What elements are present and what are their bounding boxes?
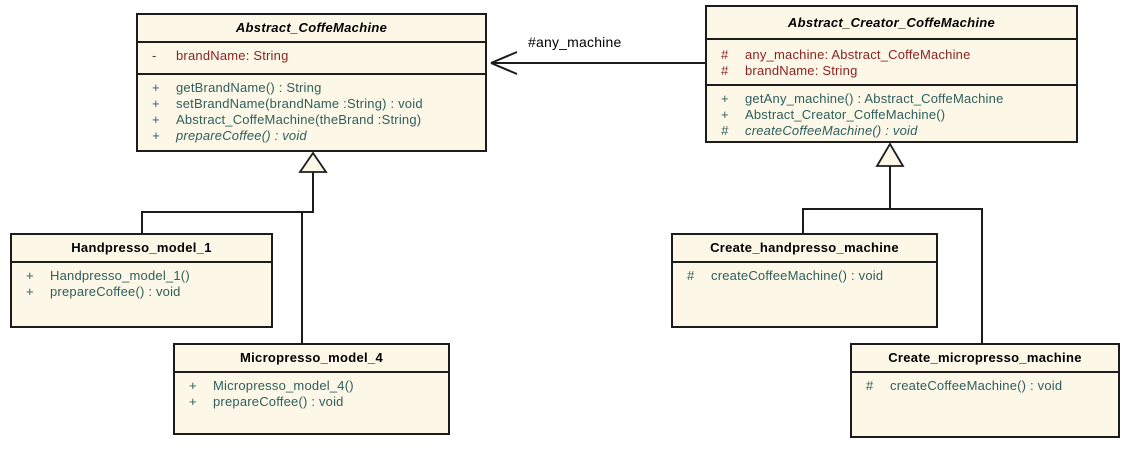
visibility-marker: + [152, 96, 160, 111]
member-text: brandName: String [176, 48, 289, 63]
visibility-marker: + [189, 394, 197, 409]
inheritance-triangle-icon [298, 151, 328, 173]
method-row: + prepareCoffee() : void [22, 284, 265, 300]
member-text: prepareCoffee() : void [176, 128, 307, 143]
member-text: any_machine: Abstract_CoffeMachine [745, 47, 971, 62]
member-text: prepareCoffee() : void [213, 394, 344, 409]
attributes-compartment: - brandName: String [138, 43, 485, 75]
class-micropresso-model-4[interactable]: Micropresso_model_4 + Micropresso_model_… [173, 343, 450, 435]
association-label: #any_machine [528, 34, 622, 50]
class-create-handpresso-machine[interactable]: Create_handpresso_machine # createCoffee… [671, 233, 938, 328]
member-text: setBrandName(brandName :String) : void [176, 96, 423, 111]
method-row: + Micropresso_model_4() [185, 378, 442, 394]
class-abstract-creator-coffemachine[interactable]: Abstract_Creator_CoffeMachine # any_mach… [705, 5, 1078, 143]
methods-compartment: + getAny_machine() : Abstract_CoffeMachi… [707, 86, 1076, 142]
visibility-marker: + [152, 112, 160, 127]
method-row: + prepareCoffee() : void [185, 394, 442, 410]
attribute-row: # brandName: String [717, 63, 1070, 79]
methods-compartment: # createCoffeeMachine() : void [852, 373, 1118, 397]
generalization-left [141, 151, 328, 344]
attributes-compartment: # any_machine: Abstract_CoffeMachine # b… [707, 40, 1076, 86]
attribute-row: - brandName: String [148, 48, 479, 64]
class-name: Handpresso_model_1 [12, 235, 271, 263]
attribute-row: # any_machine: Abstract_CoffeMachine [717, 47, 1070, 63]
class-name: Create_micropresso_machine [852, 345, 1118, 373]
method-row: + prepareCoffee() : void [148, 128, 479, 144]
visibility-marker: + [152, 80, 160, 95]
visibility-marker: + [152, 128, 160, 143]
member-text: createCoffeeMachine() : void [711, 268, 884, 283]
class-name: Create_handpresso_machine [673, 235, 936, 263]
member-text: createCoffeeMachine() : void [745, 123, 918, 138]
visibility-marker: + [26, 268, 34, 283]
visibility-marker: # [721, 123, 729, 138]
member-text: Abstract_Creator_CoffeMachine() [745, 107, 946, 122]
methods-compartment: + Handpresso_model_1() + prepareCoffee()… [12, 263, 271, 303]
method-row: + getAny_machine() : Abstract_CoffeMachi… [717, 91, 1070, 107]
method-row: + Abstract_Creator_CoffeMachine() [717, 107, 1070, 123]
visibility-marker: + [721, 91, 729, 106]
member-text: Handpresso_model_1() [50, 268, 190, 283]
method-row: + setBrandName(brandName :String) : void [148, 96, 479, 112]
visibility-marker: + [26, 284, 34, 299]
member-text: Micropresso_model_4() [213, 378, 354, 393]
class-name: Abstract_CoffeMachine [138, 15, 485, 43]
method-row: # createCoffeeMachine() : void [683, 268, 930, 284]
association-any-machine [490, 51, 705, 75]
member-text: prepareCoffee() : void [50, 284, 181, 299]
visibility-marker: + [721, 107, 729, 122]
method-row: + getBrandName() : String [148, 80, 479, 96]
method-row: + Handpresso_model_1() [22, 268, 265, 284]
member-text: createCoffeeMachine() : void [890, 378, 1063, 393]
methods-compartment: + getBrandName() : String + setBrandName… [138, 75, 485, 147]
member-text: brandName: String [745, 63, 858, 78]
class-name: Micropresso_model_4 [175, 345, 448, 373]
visibility-marker: # [721, 47, 729, 62]
generalization-right [802, 142, 983, 344]
class-handpresso-model-1[interactable]: Handpresso_model_1 + Handpresso_model_1(… [10, 233, 273, 328]
class-create-micropresso-machine[interactable]: Create_micropresso_machine # createCoffe… [850, 343, 1120, 438]
visibility-marker: + [189, 378, 197, 393]
method-row: # createCoffeeMachine() : void [717, 123, 1070, 139]
methods-compartment: # createCoffeeMachine() : void [673, 263, 936, 287]
method-row: + Abstract_CoffeMachine(theBrand :String… [148, 112, 479, 128]
open-arrowhead-icon [490, 51, 518, 75]
visibility-marker: # [687, 268, 695, 283]
class-abstract-coffemachine[interactable]: Abstract_CoffeMachine - brandName: Strin… [136, 13, 487, 152]
inheritance-triangle-icon [875, 142, 905, 167]
methods-compartment: + Micropresso_model_4() + prepareCoffee(… [175, 373, 448, 413]
member-text: getAny_machine() : Abstract_CoffeMachine [745, 91, 1004, 106]
visibility-marker: # [866, 378, 874, 393]
visibility-marker: - [152, 48, 157, 63]
visibility-marker: # [721, 63, 729, 78]
class-name: Abstract_Creator_CoffeMachine [707, 7, 1076, 40]
method-row: # createCoffeeMachine() : void [862, 378, 1112, 394]
member-text: getBrandName() : String [176, 80, 322, 95]
member-text: Abstract_CoffeMachine(theBrand :String) [176, 112, 422, 127]
